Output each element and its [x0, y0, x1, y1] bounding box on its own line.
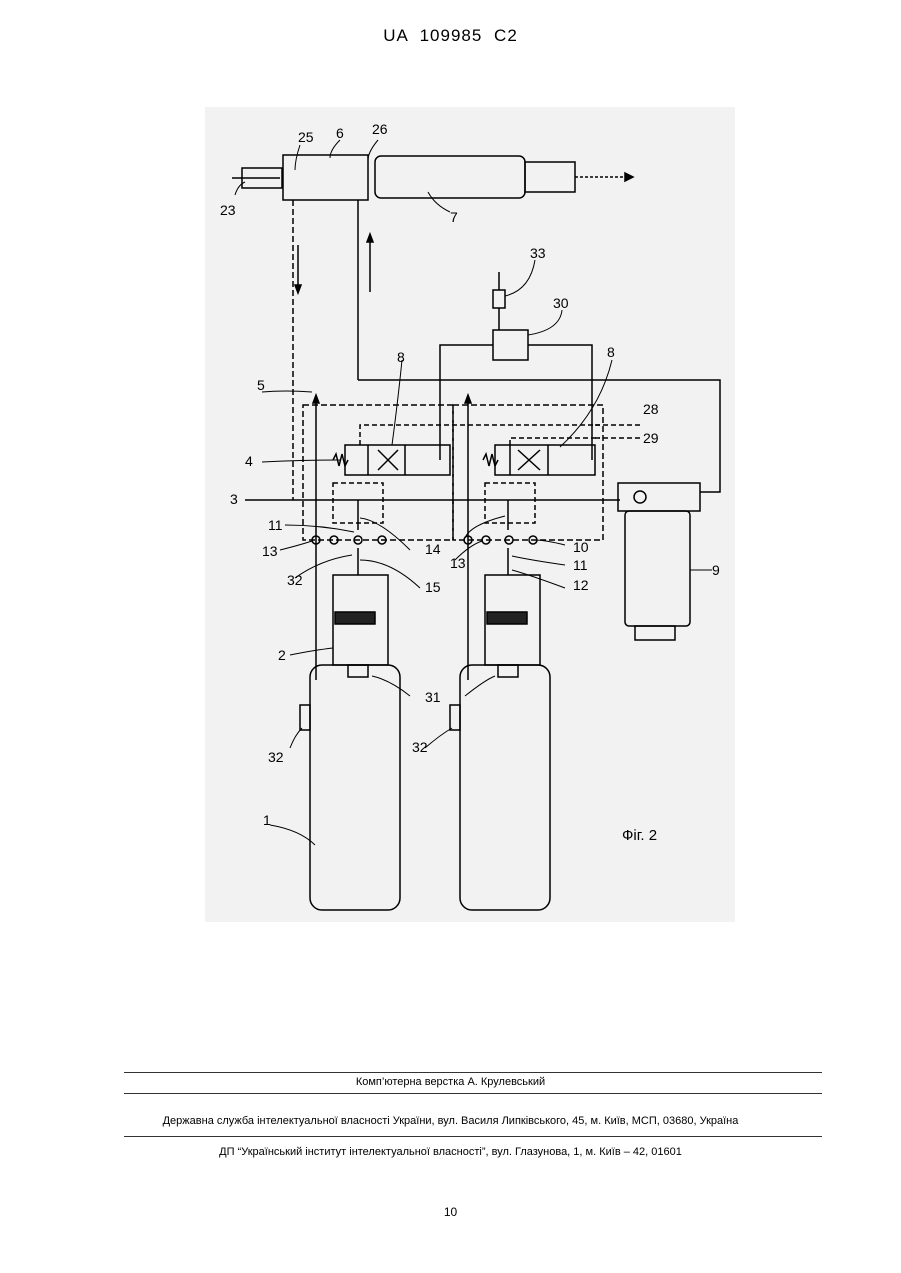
label-13-left: 13	[262, 543, 278, 559]
footer-rule-middle	[124, 1093, 822, 1094]
label-7: 7	[450, 209, 458, 225]
label-28: 28	[643, 401, 659, 417]
service-address: Державна служба інтелектуальної власност…	[0, 1115, 901, 1127]
patent-drawing: 1 2 3 4 5 6 7 8 8 9 10 11 11 12 13 13 14…	[205, 107, 735, 922]
label-31: 31	[425, 689, 441, 705]
sensor-32-right	[450, 705, 460, 730]
label-26: 26	[372, 121, 388, 137]
outlet-fitting	[525, 162, 575, 192]
label-32-right: 32	[412, 739, 428, 755]
label-23: 23	[220, 202, 236, 218]
figure-caption: Фіг. 2	[622, 827, 657, 844]
label-30: 30	[553, 295, 569, 311]
institute-address: ДП “Український інститут інтелектуальної…	[0, 1146, 901, 1158]
label-32-left: 32	[268, 749, 284, 765]
document-id-header: UA 109985 C2	[0, 26, 901, 46]
label-6: 6	[336, 125, 344, 141]
filter-body-9	[625, 511, 690, 626]
label-4: 4	[245, 453, 253, 469]
patent-figure: 1 2 3 4 5 6 7 8 8 9 10 11 11 12 13 13 14…	[205, 107, 735, 922]
controller-30	[493, 330, 528, 360]
label-11-left: 11	[268, 517, 283, 533]
label-3: 3	[230, 491, 238, 507]
label-25: 25	[298, 129, 314, 145]
label-11-right: 11	[573, 557, 588, 573]
filter-head-9	[618, 483, 700, 511]
cylinder-7	[375, 156, 525, 198]
label-32-upper: 32	[287, 572, 303, 588]
label-14: 14	[425, 541, 441, 557]
label-10: 10	[573, 539, 589, 555]
sensor-33	[493, 290, 505, 308]
label-13-right: 13	[450, 555, 466, 571]
label-8-right: 8	[607, 344, 615, 360]
footer-rule-bottom	[124, 1136, 822, 1137]
label-1: 1	[263, 812, 271, 828]
label-33: 33	[530, 245, 546, 261]
label-8-left: 8	[397, 349, 405, 365]
gas-cylinder-left	[310, 665, 400, 910]
label-15: 15	[425, 579, 441, 595]
layout-credit: Комп’ютерна верстка А. Крулевський	[0, 1076, 901, 1088]
label-9: 9	[712, 562, 720, 578]
label-12: 12	[573, 577, 589, 593]
footer-rule-top	[124, 1072, 822, 1073]
sensor-32-left	[300, 705, 310, 730]
page-number: 10	[0, 1205, 901, 1219]
outlet-arrow	[625, 173, 633, 181]
gas-cylinder-right	[460, 665, 550, 910]
label-5: 5	[257, 377, 265, 393]
label-29: 29	[643, 430, 659, 446]
label-2: 2	[278, 647, 286, 663]
